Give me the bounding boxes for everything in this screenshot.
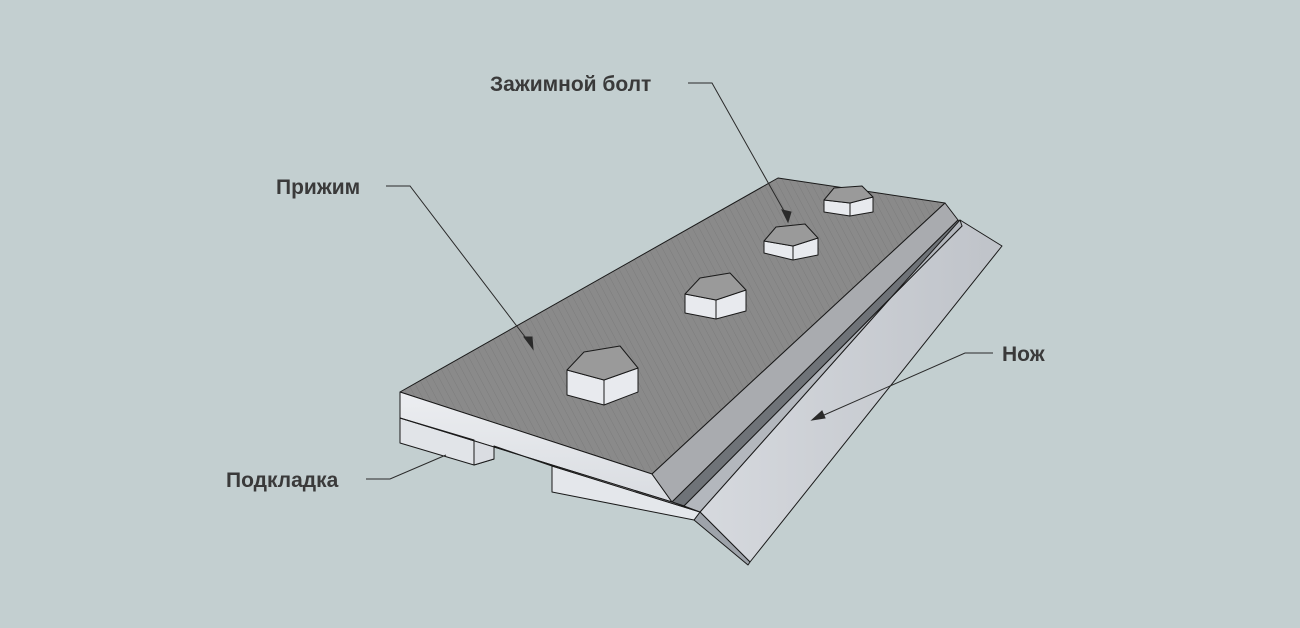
pad-label: Подкладка: [226, 469, 339, 492]
knife-leader: [814, 352, 993, 420]
clamp-arrowhead: [523, 336, 534, 351]
bolt-4: [823, 185, 874, 217]
bolt-label: Зажимной болт: [490, 73, 651, 96]
bolt-arrowhead: [781, 209, 792, 224]
bolt-leader: [688, 82, 789, 219]
bolt-1: [566, 345, 639, 406]
clamp-leader: [386, 185, 533, 347]
pad-leader: [366, 454, 447, 480]
clamp-label: Прижим: [276, 176, 360, 199]
leader-lines: [366, 82, 993, 480]
knife-label: Нож: [1002, 343, 1046, 366]
bolt-2: [684, 272, 747, 320]
knife-arrowhead: [810, 410, 826, 421]
bolt-3: [763, 223, 819, 261]
